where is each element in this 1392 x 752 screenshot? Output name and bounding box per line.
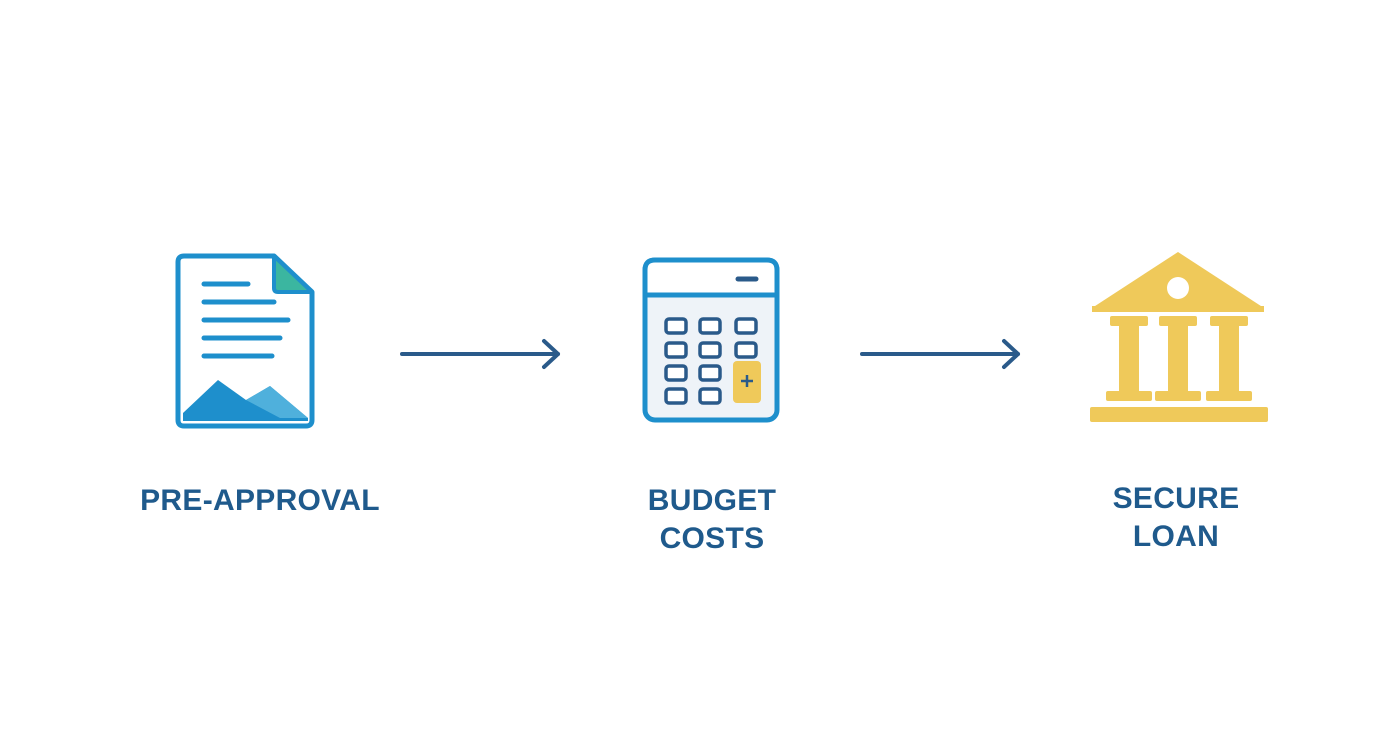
step-label-secure-loan: SECURE LOAN	[1026, 480, 1326, 556]
arrow-right-icon	[400, 339, 560, 369]
calculator-icon	[642, 257, 780, 423]
step-label-budget-costs: BUDGET COSTS	[562, 482, 862, 558]
step-label-line1: BUDGET	[647, 484, 777, 517]
step-label-line2: COSTS	[659, 522, 765, 555]
step-label-line1: SECURE	[1112, 482, 1240, 515]
document-icon	[175, 253, 315, 429]
bank-icon	[1090, 252, 1268, 422]
arrow-right-icon	[860, 339, 1020, 369]
step-label-line1: PRE-APPROVAL	[140, 484, 380, 517]
step-label-pre-approval: PRE-APPROVAL	[110, 482, 410, 520]
step-label-line2: LOAN	[1132, 520, 1220, 553]
